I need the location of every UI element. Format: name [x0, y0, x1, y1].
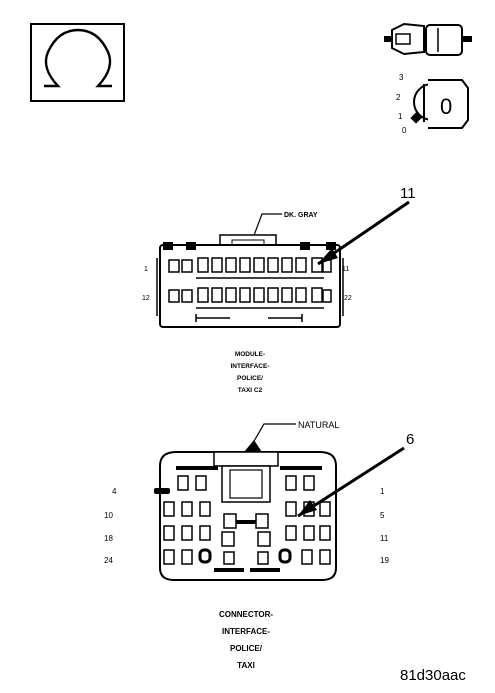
svg-text:MODULE-: MODULE-: [235, 351, 265, 358]
caption-top: MODULE- INTERFACE- POLICE/ TAXI C2: [231, 351, 270, 394]
color-label-leader-bottom: [249, 423, 296, 449]
pin-label-bottom-left: 12: [142, 295, 150, 302]
pin-label-bottom-right: 22: [344, 295, 352, 302]
ignition-position-2: 2: [396, 93, 401, 102]
callout-number-6: 6: [406, 431, 414, 448]
svg-text:INTERFACE-: INTERFACE-: [222, 627, 270, 636]
pin-label-right-19: 19: [380, 556, 389, 565]
color-label-bottom: NATURAL: [298, 420, 339, 430]
svg-text:INTERFACE-: INTERFACE-: [231, 363, 270, 370]
ignition-key-label: 0: [440, 94, 452, 119]
caption-bottom: CONNECTOR- INTERFACE- POLICE/ TAXI: [219, 610, 273, 670]
pin-label-right-11: 11: [380, 534, 389, 543]
ohm-symbol-icon: [30, 23, 125, 102]
interface-connector: [154, 423, 337, 581]
callout-arrow-6: [297, 446, 405, 518]
pin-label-left-18: 18: [104, 534, 113, 543]
ignition-position-1: 1: [398, 112, 403, 121]
color-label-top: DK. GRAY: [284, 212, 318, 219]
pin-label-left-24: 24: [104, 556, 113, 565]
module-connector-c2: [156, 213, 344, 328]
svg-text:POLICE/: POLICE/: [230, 644, 263, 653]
pin-label-left-4: 4: [112, 487, 117, 496]
pin-label-top-left: 1: [144, 266, 148, 273]
callout-number-11: 11: [400, 185, 416, 202]
svg-text:TAXI C2: TAXI C2: [238, 387, 263, 394]
ignition-position-3: 3: [399, 73, 404, 82]
svg-text:CONNECTOR-: CONNECTOR-: [219, 610, 273, 619]
pin-label-right-1: 1: [380, 487, 385, 496]
pin-label-right-5: 5: [380, 511, 385, 520]
ignition-position-0: 0: [402, 126, 407, 135]
pin-label-top-right: 11: [342, 266, 349, 273]
connector-plug-icon: [384, 22, 472, 56]
svg-text:POLICE/: POLICE/: [237, 375, 263, 382]
svg-text:TAXI: TAXI: [237, 661, 255, 670]
color-label-leader: [252, 213, 282, 239]
pin-label-left-10: 10: [104, 511, 113, 520]
figure-id: 81d30aac: [400, 667, 466, 684]
